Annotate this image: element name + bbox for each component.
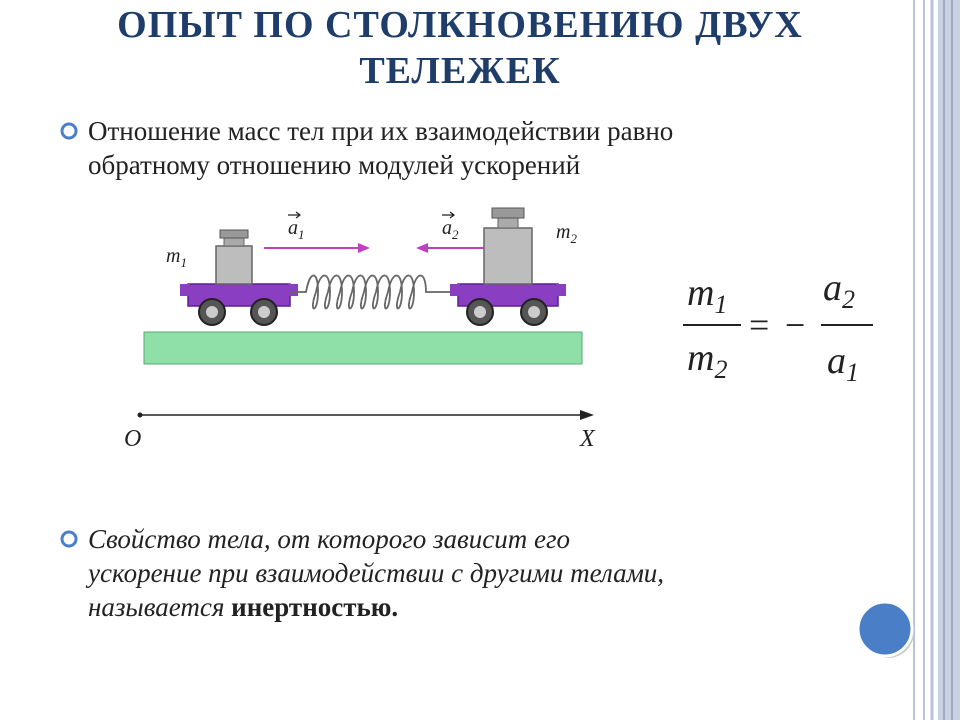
svg-text:a1: a1 [288,217,305,242]
formula-num-left-sub: 1 [714,290,727,319]
svg-text:m1: m1 [687,272,727,319]
bullet-1-text: Отношение масс тел при их взаимодействии… [88,114,673,182]
svg-text:m1: m1 [166,245,187,270]
bullet-1-line-2: обратному отношению модулей ускорений [88,150,581,180]
arrow-a2 [416,243,484,253]
label-x-axis: X [579,426,596,452]
bullet-2-line-3-plain: называется [88,592,232,622]
bullet-2-text: Свойство тела, от которого зависит его у… [88,522,664,624]
spring [290,274,458,310]
bullet-2-line-1: Свойство тела, от которого зависит его [88,524,571,554]
label-a2: a [442,217,452,239]
formula-equals: = [749,305,769,345]
title-line-2: ТЕЛЕЖЕК [359,50,561,92]
arrow-a1 [264,243,370,253]
x-axis [137,410,594,420]
cart-left [180,229,298,326]
bullet-ring-icon [60,530,78,548]
carts-diagram: m1 m2 a1 a2 O X [124,207,596,452]
track [143,331,583,365]
svg-text:a2: a2 [823,267,855,314]
title-line-1: ОПЫТ ПО СТОЛКНОВЕНИЮ ДВУХ [117,4,803,46]
formula-minus: − [785,305,805,345]
cart-right [450,207,566,326]
svg-text:a2: a2 [442,217,459,242]
decorative-circle [856,600,914,658]
label-a2-sub: 2 [452,227,459,242]
formula-num-right: a [823,267,842,309]
bullet-2-line-2: ускорение при взаимодействии с другими т… [88,558,665,588]
inertness-term: инертностью. [231,592,399,622]
mass-acceleration-formula: m1 m2 a2 a1 = − [683,267,873,387]
svg-text:m2: m2 [556,221,577,246]
label-a1: a [288,217,298,239]
bullet-1-line-1: Отношение масс тел при их взаимодействии… [88,116,674,146]
label-m1: m [166,245,180,267]
label-a1-sub: 1 [298,227,305,242]
label-m1-sub: 1 [180,255,187,270]
formula-num-left: m [687,272,714,314]
label-origin: O [124,426,141,452]
label-m2: m [556,221,570,243]
formula-den-left-sub: 2 [714,355,727,384]
decorative-side-lines [913,0,960,720]
formula-den-left: m [687,337,714,379]
svg-text:m2: m2 [687,337,727,384]
bullet-2-line-3: называется инертностью. [88,590,664,624]
formula-den-right: a [827,340,846,382]
label-m2-sub: 2 [570,231,577,246]
formula-num-right-sub: 2 [842,285,855,314]
bullet-ring-icon [60,122,78,140]
formula-den-right-sub: 1 [846,358,859,387]
slide-title: ОПЫТ ПО СТОЛКНОВЕНИЮ ДВУХ ТЕЛЕЖЕК [40,2,880,94]
svg-text:a1: a1 [827,340,859,387]
